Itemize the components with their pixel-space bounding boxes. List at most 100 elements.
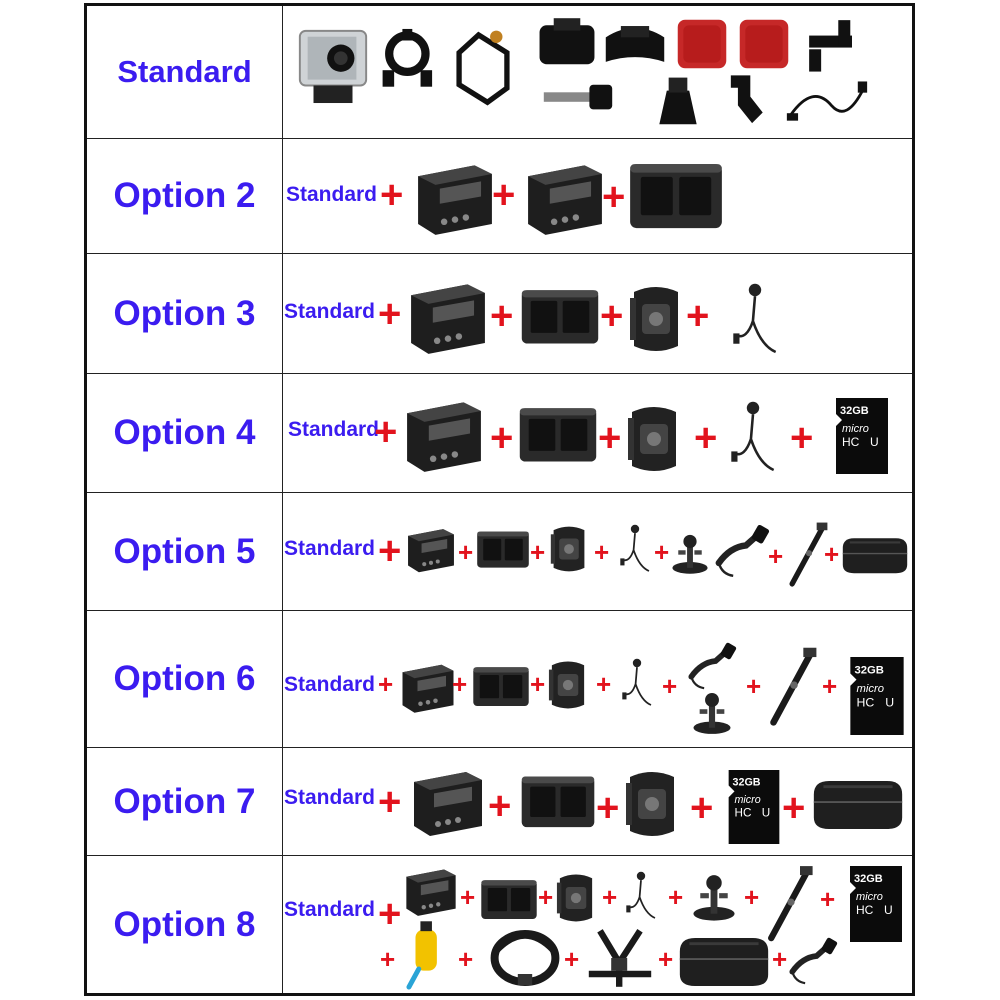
- car-charger-icon: [714, 523, 770, 579]
- plus-icon: +: [378, 529, 402, 573]
- plus-icon: +: [658, 944, 674, 974]
- row-content: Standard + + +: [284, 139, 912, 253]
- micro-sd-card-icon: [846, 864, 906, 944]
- plus-icon: +: [460, 882, 476, 912]
- microphone-icon: [614, 521, 656, 579]
- head-strap-icon: [488, 926, 562, 990]
- dual-charger-icon: [518, 402, 598, 466]
- row-content: Standard + + + + + + +: [284, 611, 912, 747]
- row-content: Standard + + + +: [284, 254, 912, 373]
- row-label: Option 4: [87, 374, 283, 492]
- row-option-4: Option 4 Standard + + + + +: [87, 374, 912, 493]
- carry-case-icon: [676, 932, 772, 990]
- plus-icon: +: [668, 882, 684, 912]
- wrist-remote-icon: [626, 282, 686, 356]
- row-content: Standard + + + + + + + + + + + +: [284, 856, 912, 993]
- frame-mount-icon: [452, 26, 514, 106]
- plus-icon: +: [596, 669, 612, 699]
- plus-icon: +: [746, 671, 762, 701]
- plus-icon: +: [530, 669, 546, 699]
- flat-mount-icon: [536, 14, 598, 72]
- row-label: Option 8: [87, 856, 283, 993]
- selfie-stick-icon: [766, 641, 822, 731]
- battery-icon: [404, 525, 458, 575]
- j-hook-icon: [718, 70, 772, 132]
- plus-icon: +: [378, 892, 402, 936]
- suction-cup-mount-icon: [668, 523, 712, 579]
- row-option-8: Option 8 Standard + + + + + + + + + + +: [87, 856, 912, 993]
- plus-icon: +: [594, 537, 610, 567]
- plus-icon: +: [492, 173, 516, 217]
- dual-charger-icon: [628, 157, 724, 233]
- battery-icon: [398, 661, 458, 715]
- standard-inline-label: Standard: [284, 300, 376, 323]
- pivot-arm-icon: [804, 14, 864, 76]
- micro-sd-card-icon: [832, 396, 892, 476]
- row-option-7: Option 7 Standard + + + + +: [87, 748, 912, 856]
- standard-inline-label: Standard: [284, 786, 376, 809]
- row-standard: Standard: [87, 6, 912, 139]
- plus-icon: +: [378, 292, 402, 336]
- row-label: Option 6: [87, 611, 283, 747]
- car-charger-icon: [788, 936, 838, 986]
- row-label: Option 7: [87, 748, 283, 855]
- row-option-2: Option 2 Standard + + +: [87, 139, 912, 254]
- adhesive-pad-icon: [736, 16, 792, 72]
- carry-case-icon: [810, 774, 906, 834]
- battery-icon: [402, 866, 460, 918]
- plus-icon: +: [782, 786, 806, 830]
- plus-icon: +: [564, 944, 580, 974]
- standard-inline-label: Standard: [284, 537, 376, 560]
- plus-icon: +: [490, 294, 514, 338]
- row-content: [284, 6, 912, 138]
- wrist-remote-icon: [546, 657, 590, 713]
- micro-sd-card-icon: [724, 768, 784, 846]
- standard-inline-label: Standard: [284, 898, 376, 921]
- wrist-remote-icon: [624, 402, 684, 476]
- plus-icon: +: [822, 671, 838, 701]
- row-option-5: Option 5 Standard + + + + + + +: [87, 493, 912, 611]
- suction-cup-mount-icon: [688, 864, 740, 924]
- standard-inline-label: Standard: [284, 673, 376, 696]
- tripod-mount-icon: [650, 72, 706, 128]
- battery-icon: [520, 161, 610, 237]
- row-label: Option 3: [87, 254, 283, 373]
- plus-icon: +: [820, 884, 836, 914]
- dual-charger-icon: [480, 876, 538, 922]
- dual-charger-icon: [476, 527, 530, 571]
- plus-icon: +: [662, 671, 678, 701]
- plus-icon: +: [790, 416, 814, 460]
- microphone-icon: [620, 868, 662, 926]
- floating-grip-icon: [400, 918, 454, 992]
- row-content: Standard + + + + + + +: [284, 493, 912, 610]
- battery-icon: [404, 280, 492, 356]
- suction-cup-mount-icon: [688, 683, 736, 737]
- plus-icon: +: [596, 786, 620, 830]
- row-label: Option 5: [87, 493, 283, 610]
- row-option-3: Option 3 Standard + + + +: [87, 254, 912, 374]
- wrist-remote-icon: [622, 768, 682, 840]
- plus-icon: +: [458, 944, 474, 974]
- plus-icon: +: [694, 416, 718, 460]
- dual-charger-icon: [472, 663, 530, 709]
- plus-icon: +: [458, 537, 474, 567]
- row-content: Standard + + + + +: [284, 374, 912, 492]
- microphone-icon: [724, 278, 786, 364]
- carry-case-icon: [840, 533, 910, 577]
- micro-sd-card-icon: [846, 655, 908, 737]
- plus-icon: +: [490, 416, 514, 460]
- usb-cable-icon: [784, 74, 870, 130]
- row-label: Standard: [87, 6, 283, 138]
- battery-icon: [400, 398, 488, 474]
- plus-icon: +: [744, 882, 760, 912]
- waterproof-case-icon: [294, 20, 372, 110]
- dual-charger-icon: [520, 284, 600, 348]
- row-option-6: Option 6 Standard + + + + + + +: [87, 611, 912, 748]
- plus-icon: +: [380, 173, 404, 217]
- plus-icon: +: [600, 294, 624, 338]
- plus-icon: +: [824, 539, 840, 569]
- plus-icon: +: [602, 175, 626, 219]
- plus-icon: +: [530, 537, 546, 567]
- plus-icon: +: [374, 410, 398, 454]
- plus-icon: +: [538, 882, 554, 912]
